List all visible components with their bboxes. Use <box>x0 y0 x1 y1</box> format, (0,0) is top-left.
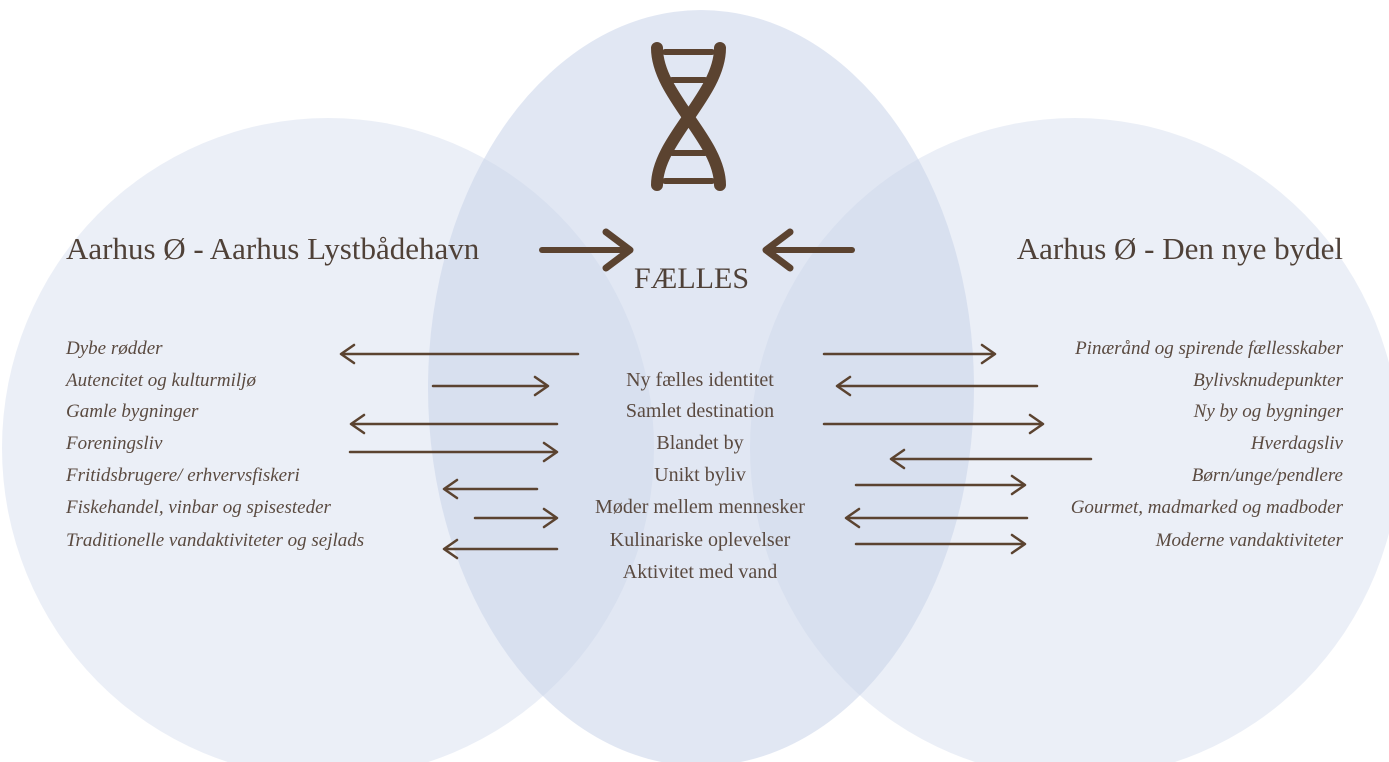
left-item: Fritidsbrugere/ erhvervsfiskeri <box>66 465 300 486</box>
arrow-left-5 <box>442 478 539 500</box>
arrow-right-4 <box>348 441 559 463</box>
right-item: Hverdagsliv <box>1250 433 1343 454</box>
arrow-left-r6 <box>844 507 1029 529</box>
center-item: Aktivitet med vand <box>622 561 778 583</box>
arrow-left-3 <box>349 413 559 435</box>
right-item: Gourmet, madmarked og madboder <box>1070 497 1343 518</box>
center-item: Unikt byliv <box>654 464 746 486</box>
center-circle <box>428 10 974 762</box>
left-item: Gamle bygninger <box>66 401 199 422</box>
big-arrow-left <box>762 228 855 272</box>
right-item: Børn/unge/pendlere <box>1191 465 1343 486</box>
left-item: Traditionelle vandaktiviteter og sejlads <box>66 530 365 551</box>
big-arrow-right <box>539 228 634 272</box>
arrow-right-6 <box>473 507 559 529</box>
center-title: FÆLLES <box>634 262 750 295</box>
arrow-right-r7 <box>854 533 1027 555</box>
center-item: Møder mellem mennesker <box>595 496 805 518</box>
arrow-right-r1 <box>822 343 997 365</box>
dna-icon <box>651 42 726 191</box>
left-item: Dybe rødder <box>66 338 163 359</box>
right-title: Aarhus Ø - Den nye bydel <box>1016 231 1343 266</box>
center-item: Blandet by <box>656 432 744 454</box>
arrow-left-r4 <box>889 448 1093 470</box>
right-item: Bylivsknudepunkter <box>1193 370 1343 391</box>
arrow-right-r5 <box>854 474 1027 496</box>
right-item: Moderne vandaktiviteter <box>1155 530 1343 551</box>
arrow-right-2 <box>431 375 550 397</box>
center-item: Ny fælles identitet <box>626 369 774 391</box>
right-item: Pinærånd og spirende fællesskaber <box>1075 338 1343 359</box>
arrow-left-7 <box>442 538 559 560</box>
left-item: Fiskehandel, vinbar og spisesteder <box>66 497 331 518</box>
left-title: Aarhus Ø - Aarhus Lystbådehavn <box>66 231 480 266</box>
arrow-right-r3 <box>822 413 1045 435</box>
arrow-left-1 <box>339 343 580 365</box>
arrow-left-r2 <box>835 375 1039 397</box>
center-item: Samlet destination <box>625 400 775 422</box>
left-item: Autencitet og kulturmiljø <box>66 370 256 391</box>
left-item: Foreningsliv <box>66 433 163 454</box>
center-item: Kulinariske oplevelser <box>609 529 791 551</box>
right-item: Ny by og bygninger <box>1193 401 1343 422</box>
